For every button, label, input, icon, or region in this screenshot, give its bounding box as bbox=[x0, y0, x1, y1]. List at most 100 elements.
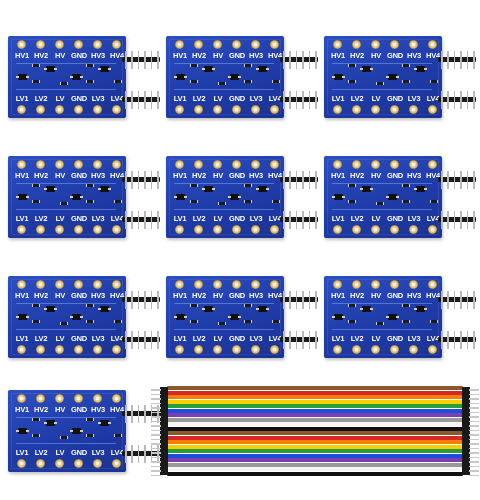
header-pin bbox=[302, 171, 304, 189]
pin-header bbox=[122, 405, 160, 423]
pin-label-bottom: LV bbox=[55, 334, 65, 343]
resistor bbox=[32, 200, 40, 203]
header-pin bbox=[131, 291, 133, 309]
pcb-trace bbox=[332, 329, 432, 330]
header-base bbox=[122, 411, 160, 416]
mosfet-chip bbox=[202, 306, 215, 312]
connector-pin bbox=[469, 438, 479, 440]
mosfet-chip bbox=[98, 186, 111, 192]
resistor bbox=[86, 304, 94, 307]
mosfet-chip bbox=[98, 420, 111, 426]
pin-hole bbox=[93, 40, 102, 49]
pin-label-bottom: LV1 bbox=[173, 214, 187, 223]
pin-label-top: HV4 bbox=[426, 171, 440, 180]
header-pin bbox=[150, 171, 153, 189]
pin-hole bbox=[74, 160, 83, 169]
resistor bbox=[32, 184, 40, 187]
pin-hole bbox=[17, 105, 26, 114]
pin-hole bbox=[93, 394, 102, 403]
mosfet-chip bbox=[256, 66, 269, 72]
mosfet-chip bbox=[44, 186, 57, 192]
pin-hole bbox=[17, 394, 26, 403]
connector-pin bbox=[151, 429, 161, 431]
pin-label-bottom: LV4 bbox=[426, 214, 440, 223]
pin-hole bbox=[175, 345, 184, 354]
header-base bbox=[280, 177, 318, 182]
pin-label-top: HV1 bbox=[15, 291, 29, 300]
mosfet-chip bbox=[202, 66, 215, 72]
pin-label-top: HV1 bbox=[173, 51, 187, 60]
resistor bbox=[190, 200, 198, 203]
resistor bbox=[86, 64, 94, 67]
pin-hole bbox=[112, 394, 121, 403]
pin-label-bottom: GND bbox=[386, 94, 404, 103]
pin-label-bottom: LV4 bbox=[426, 334, 440, 343]
pin-label-top: GND bbox=[228, 291, 246, 300]
pin-hole bbox=[390, 225, 399, 234]
header-pin bbox=[302, 291, 304, 309]
header-pin bbox=[315, 171, 317, 189]
header-pin bbox=[157, 291, 159, 309]
jumper-wire bbox=[167, 462, 463, 467]
header-pin bbox=[447, 291, 449, 309]
header-pin bbox=[473, 51, 475, 69]
pin-label-bottom: LV2 bbox=[350, 94, 364, 103]
jumper-wire bbox=[167, 413, 463, 417]
pin-header bbox=[122, 291, 160, 309]
pin-hole bbox=[17, 459, 26, 468]
pin-label-top: HV bbox=[370, 291, 382, 300]
pcb-trace bbox=[174, 209, 274, 210]
mosfet-chip bbox=[256, 306, 269, 312]
pin-label-bottom: LV bbox=[213, 214, 223, 223]
header-pin bbox=[150, 51, 153, 69]
jumper-wire bbox=[167, 435, 463, 440]
resistor bbox=[86, 434, 94, 437]
jumper-wire bbox=[167, 458, 463, 462]
connector-pin bbox=[469, 443, 479, 445]
pin-label-top: HV2 bbox=[350, 51, 364, 60]
pin-label-top: HV3 bbox=[249, 51, 263, 60]
jumper-wire bbox=[167, 444, 463, 449]
pin-label-top: GND bbox=[228, 51, 246, 60]
pin-label-top: HV4 bbox=[268, 291, 282, 300]
pin-label-bottom: LV2 bbox=[350, 214, 364, 223]
pin-label-bottom: LV bbox=[55, 214, 65, 223]
mosfet-chip bbox=[360, 186, 373, 192]
pin-header bbox=[438, 291, 476, 309]
pcb-trace bbox=[332, 183, 432, 184]
pin-label-top: HV2 bbox=[192, 51, 206, 60]
pin-hole bbox=[213, 160, 222, 169]
pin-hole bbox=[74, 394, 83, 403]
pin-hole bbox=[74, 280, 83, 289]
header-pin bbox=[295, 91, 298, 109]
pin-hole bbox=[175, 225, 184, 234]
pcb-trace bbox=[174, 63, 274, 64]
pin-hole bbox=[213, 105, 222, 114]
pin-header bbox=[122, 171, 160, 189]
mosfet-chip bbox=[386, 314, 399, 320]
pin-hole bbox=[371, 280, 380, 289]
header-base bbox=[122, 217, 160, 222]
header-pin bbox=[453, 291, 456, 309]
header-pin bbox=[157, 91, 159, 109]
pin-label-top: GND bbox=[386, 51, 404, 60]
jumper-wire bbox=[167, 386, 463, 390]
pin-hole bbox=[232, 105, 241, 114]
header-pin bbox=[315, 331, 317, 349]
pin-hole bbox=[428, 345, 437, 354]
header-pin bbox=[453, 211, 456, 229]
connector-pin bbox=[469, 465, 479, 467]
pin-hole bbox=[251, 345, 260, 354]
pin-label-bottom: LV1 bbox=[15, 448, 29, 457]
connector-pin bbox=[151, 411, 161, 413]
pin-hole bbox=[93, 459, 102, 468]
pin-label-top: HV2 bbox=[34, 405, 48, 414]
pin-label-bottom: LV4 bbox=[268, 94, 282, 103]
header-pin bbox=[466, 331, 469, 349]
jumper-wire-ribbon bbox=[167, 386, 463, 476]
pin-label-top: HV1 bbox=[15, 405, 29, 414]
pin-hole bbox=[409, 160, 418, 169]
pin-label-bottom: LV bbox=[55, 94, 65, 103]
pin-label-bottom: LV2 bbox=[34, 214, 48, 223]
